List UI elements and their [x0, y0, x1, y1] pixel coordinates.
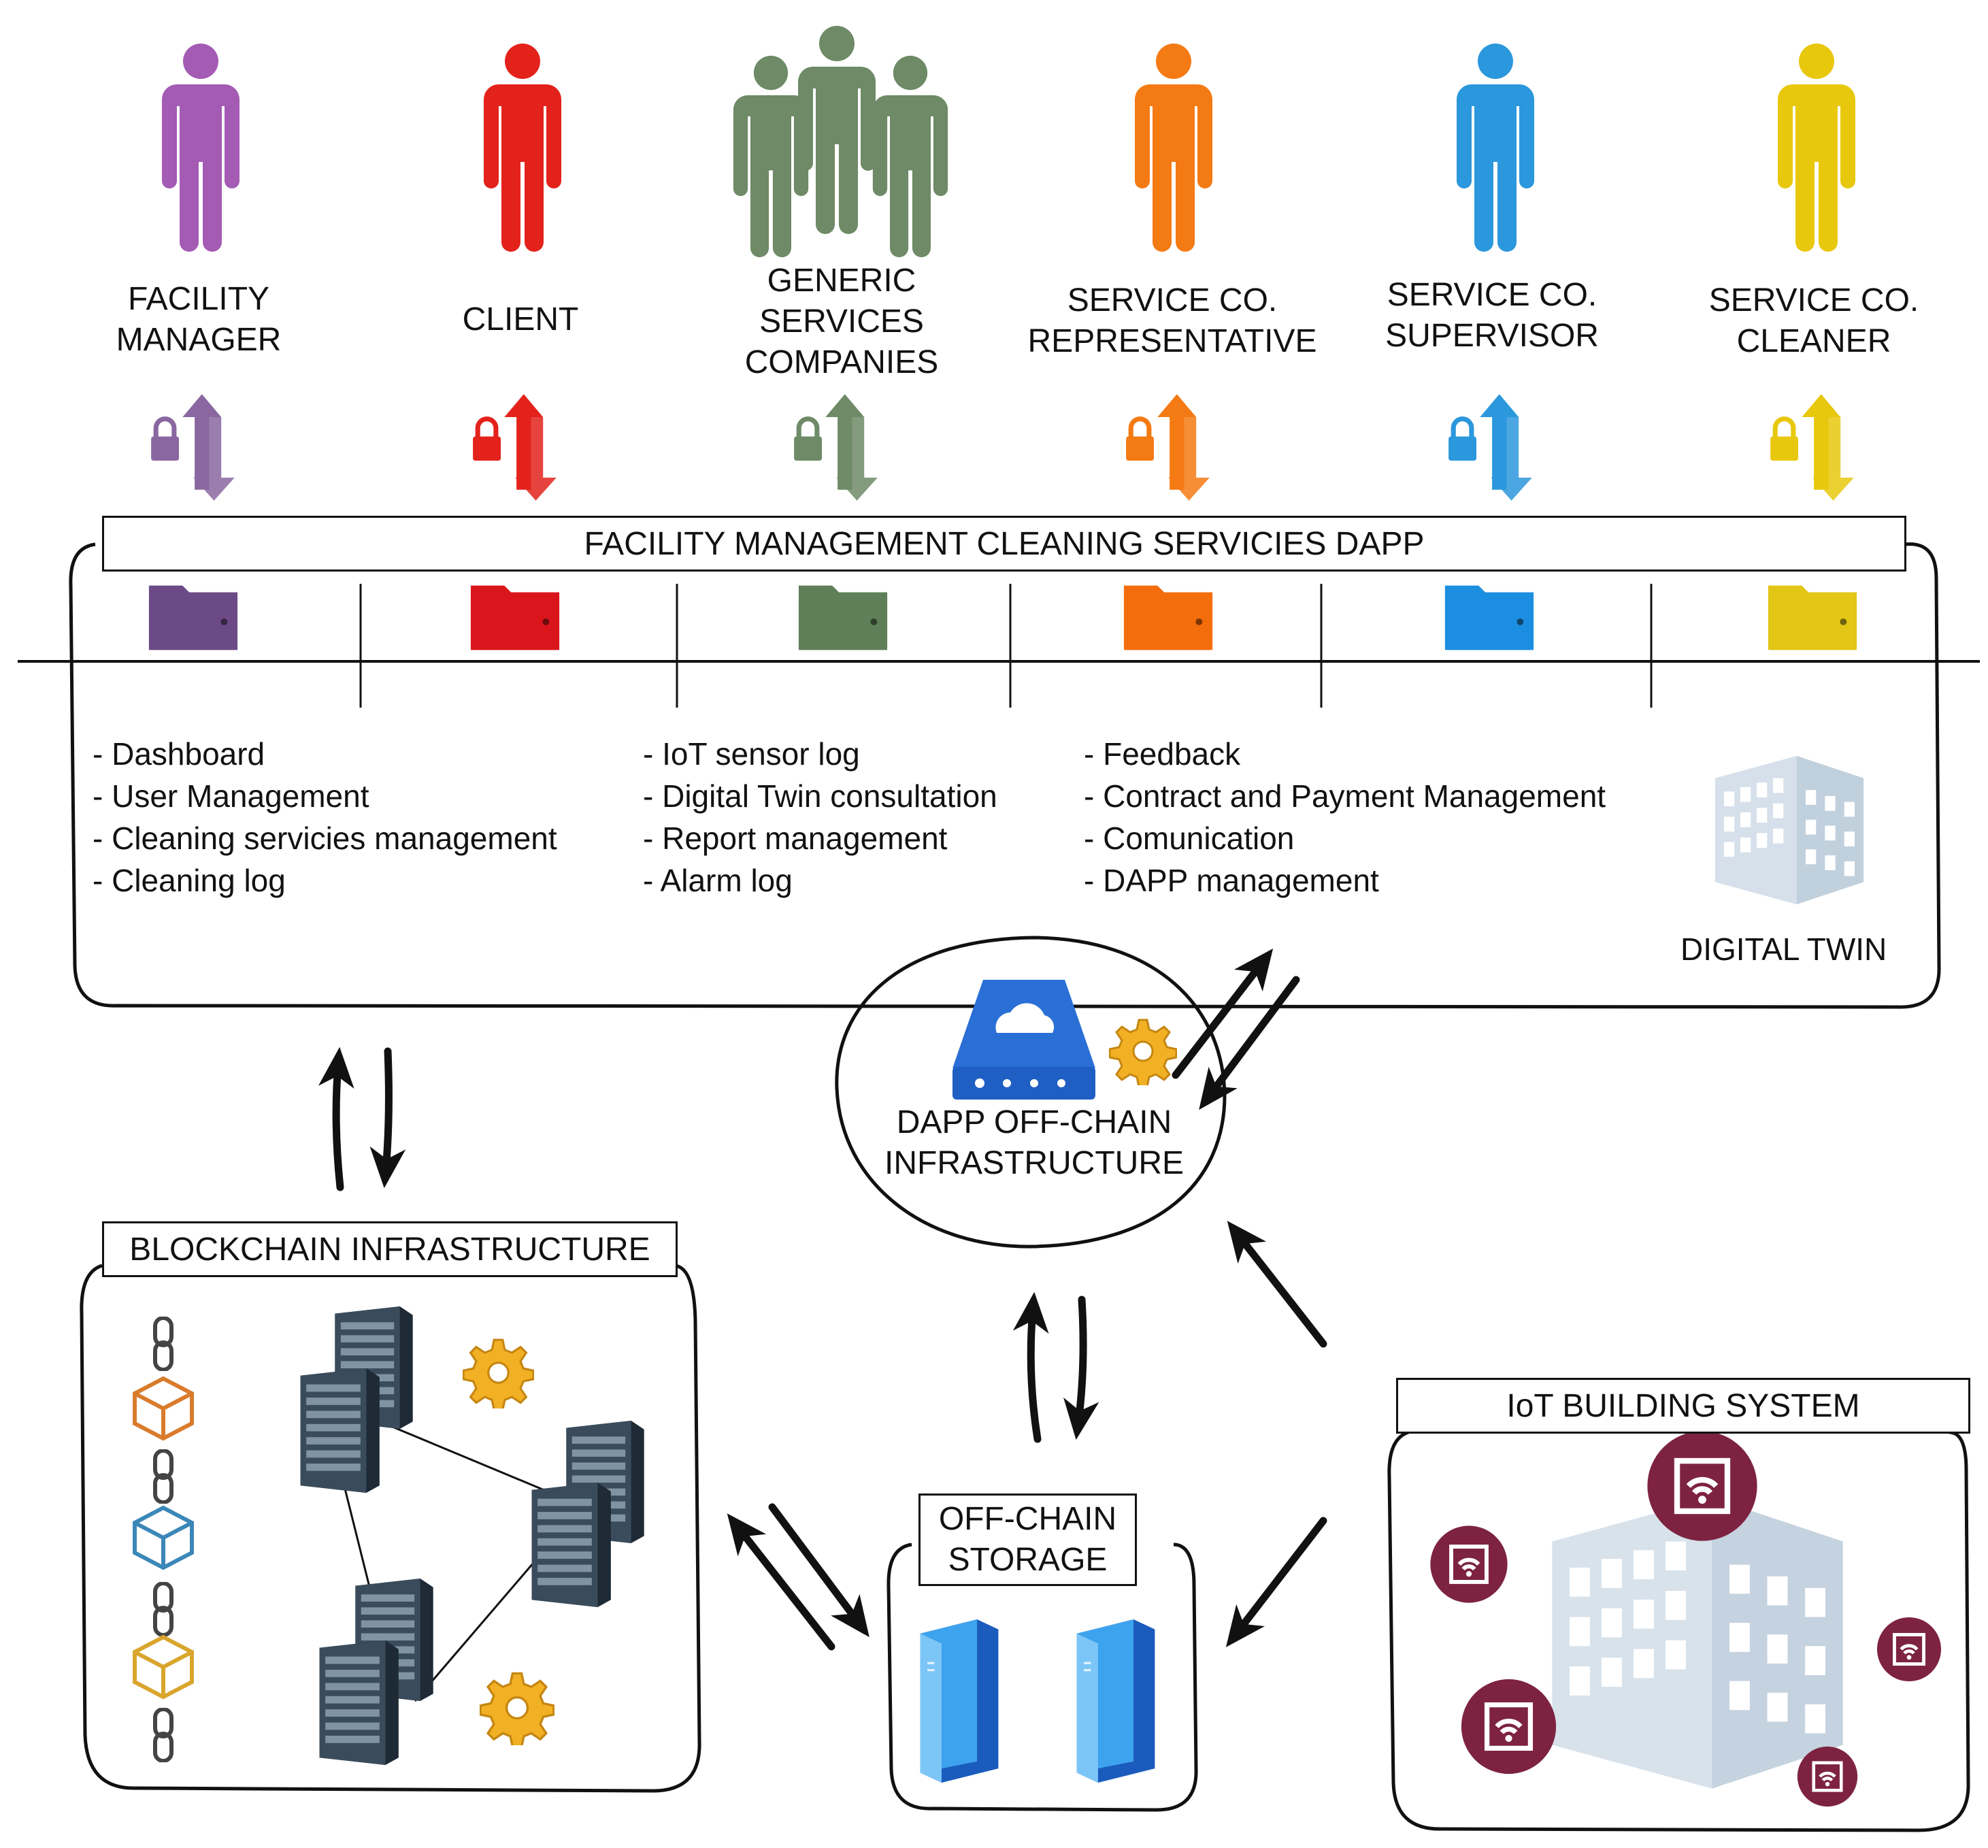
iot-panel-border [1387, 1430, 1970, 1832]
storage-server-icon [920, 1619, 999, 1783]
storage-panel-border [887, 1542, 1198, 1812]
feature-item: - Cleaning servicies management [93, 821, 557, 856]
feature-item: - Dashboard [93, 736, 265, 772]
feature-item: - Cleaning log [93, 863, 286, 898]
iot-title: IoT BUILDING SYSTEM [1396, 1378, 1970, 1434]
feature-item: - Report management [643, 821, 948, 856]
dapp-title: FACILITY MANAGEMENT CLEANING SERVICIES D… [102, 516, 1906, 572]
actor-label-line: MANAGER [116, 322, 282, 358]
actor-label-line: REPRESENTATIVE [1027, 323, 1317, 359]
actor-label-line: GENERIC [767, 263, 916, 299]
feature-item: - Feedback [1084, 736, 1241, 772]
wallet-icon-facility-manager [148, 585, 238, 650]
actor-label-line: SERVICE CO. [1387, 277, 1597, 313]
actor-label-line: SERVICE CO. [1708, 282, 1919, 318]
feature-item: - User Management [93, 778, 369, 814]
digital-twin-building-icon [1714, 755, 1864, 905]
blockchain-title: BLOCKCHAIN INFRASTRUCTURE [102, 1221, 678, 1277]
offchain-infra-label-line: DAPP OFF-CHAIN [896, 1104, 1172, 1140]
wallet-icon-cleaner [1768, 585, 1857, 650]
actor-facility-manager-person-icon [162, 44, 239, 252]
dapp-features-column-3: - Feedback - Contract and Payment Manage… [1084, 733, 1606, 902]
feature-item: - DAPP management [1084, 863, 1379, 898]
iot-sensor-wifi-icon [1798, 1747, 1857, 1806]
actor-label-cleaner: SERVICE CO. CLEANER [1678, 280, 1950, 362]
feature-item: - Contract and Payment Management [1084, 778, 1606, 814]
actor-label-supervisor: SERVICE CO. SUPERVISOR [1356, 275, 1628, 357]
digital-twin-label: DIGITAL TWIN [1680, 931, 1887, 967]
wallet-icon-client [470, 585, 560, 650]
block-cube-icon [135, 1637, 192, 1697]
feature-item: - Digital Twin consultation [643, 778, 997, 814]
block-cube-icon [135, 1379, 192, 1438]
gear-icon [1109, 1019, 1177, 1085]
cloud-server-icon [952, 980, 1095, 1100]
storage-title-line: STORAGE [948, 1542, 1108, 1578]
wallet-icon-supervisor [1444, 585, 1534, 650]
dapp-features-column-1: - Dashboard - User Management - Cleaning… [93, 733, 557, 902]
wallet-icon-representative [1123, 585, 1213, 650]
feature-item: - Comunication [1084, 821, 1295, 856]
actor-label-facility-manager: FACILITY MANAGER [63, 279, 335, 361]
offchain-infra-circle [835, 936, 1227, 1249]
dapp-column-separators [359, 584, 1653, 708]
lock-arrow-icon-client [473, 394, 557, 500]
actor-supervisor-person-icon [1457, 44, 1534, 252]
actor-representative-person-icon [1135, 44, 1212, 252]
lock-arrow-icon-cleaner [1770, 394, 1854, 500]
dapp-features-column-2: - IoT sensor log - Digital Twin consulta… [643, 733, 997, 902]
gear-icon [480, 1672, 554, 1745]
flow-arrows [318, 948, 1327, 1651]
iot-sensor-wifi-icon [1877, 1617, 1941, 1681]
gear-icon [463, 1338, 534, 1408]
lock-arrow-icon-supervisor [1448, 394, 1532, 500]
actor-label-line: SUPERVISOR [1385, 318, 1599, 354]
lock-arrow-icon-representative [1126, 394, 1210, 500]
storage-server-icon [1076, 1619, 1155, 1783]
actor-client-person-icon [484, 44, 561, 252]
blockchain-network-lines [342, 1421, 545, 1702]
feature-item: - IoT sensor log [643, 736, 860, 772]
actor-cleaner-person-icon [1778, 44, 1855, 252]
iot-building-icon [1552, 1498, 1843, 1789]
actor-label-line: CLEANER [1736, 323, 1891, 359]
actor-label-line: COMPANIES [744, 344, 939, 380]
lock-arrow-icon-generic-services [794, 394, 878, 500]
actor-label-client: CLIENT [384, 299, 657, 340]
actor-label-representative: SERVICE CO. REPRESENTATIVE [1002, 280, 1342, 362]
actor-label-generic-services: GENERIC SERVICES COMPANIES [706, 261, 978, 383]
storage-title-line: OFF-CHAIN [938, 1501, 1117, 1537]
actor-label-line: CLIENT [462, 301, 579, 337]
storage-title: OFF-CHAIN STORAGE [918, 1494, 1137, 1586]
feature-item: - Alarm log [643, 863, 793, 898]
wallet-icon-generic-services [798, 585, 888, 650]
blockchain-panel-border [80, 1264, 701, 1793]
offchain-infra-label: DAPP OFF-CHAIN INFRASTRUCTURE [864, 1102, 1204, 1184]
block-cube-icon [135, 1508, 192, 1568]
lock-arrow-icon-facility-manager [151, 394, 235, 500]
actor-label-line: SERVICES [759, 303, 924, 340]
iot-sensor-wifi-icon [1461, 1679, 1556, 1774]
iot-sensor-wifi-icon [1647, 1431, 1757, 1540]
actor-label-line: FACILITY [127, 281, 270, 317]
actor-generic-services-group-icon [733, 26, 948, 258]
actor-label-line: SERVICE CO. [1067, 282, 1278, 318]
offchain-infra-label-line: INFRASTRUCTURE [884, 1145, 1184, 1181]
iot-sensor-wifi-icon [1430, 1525, 1507, 1602]
